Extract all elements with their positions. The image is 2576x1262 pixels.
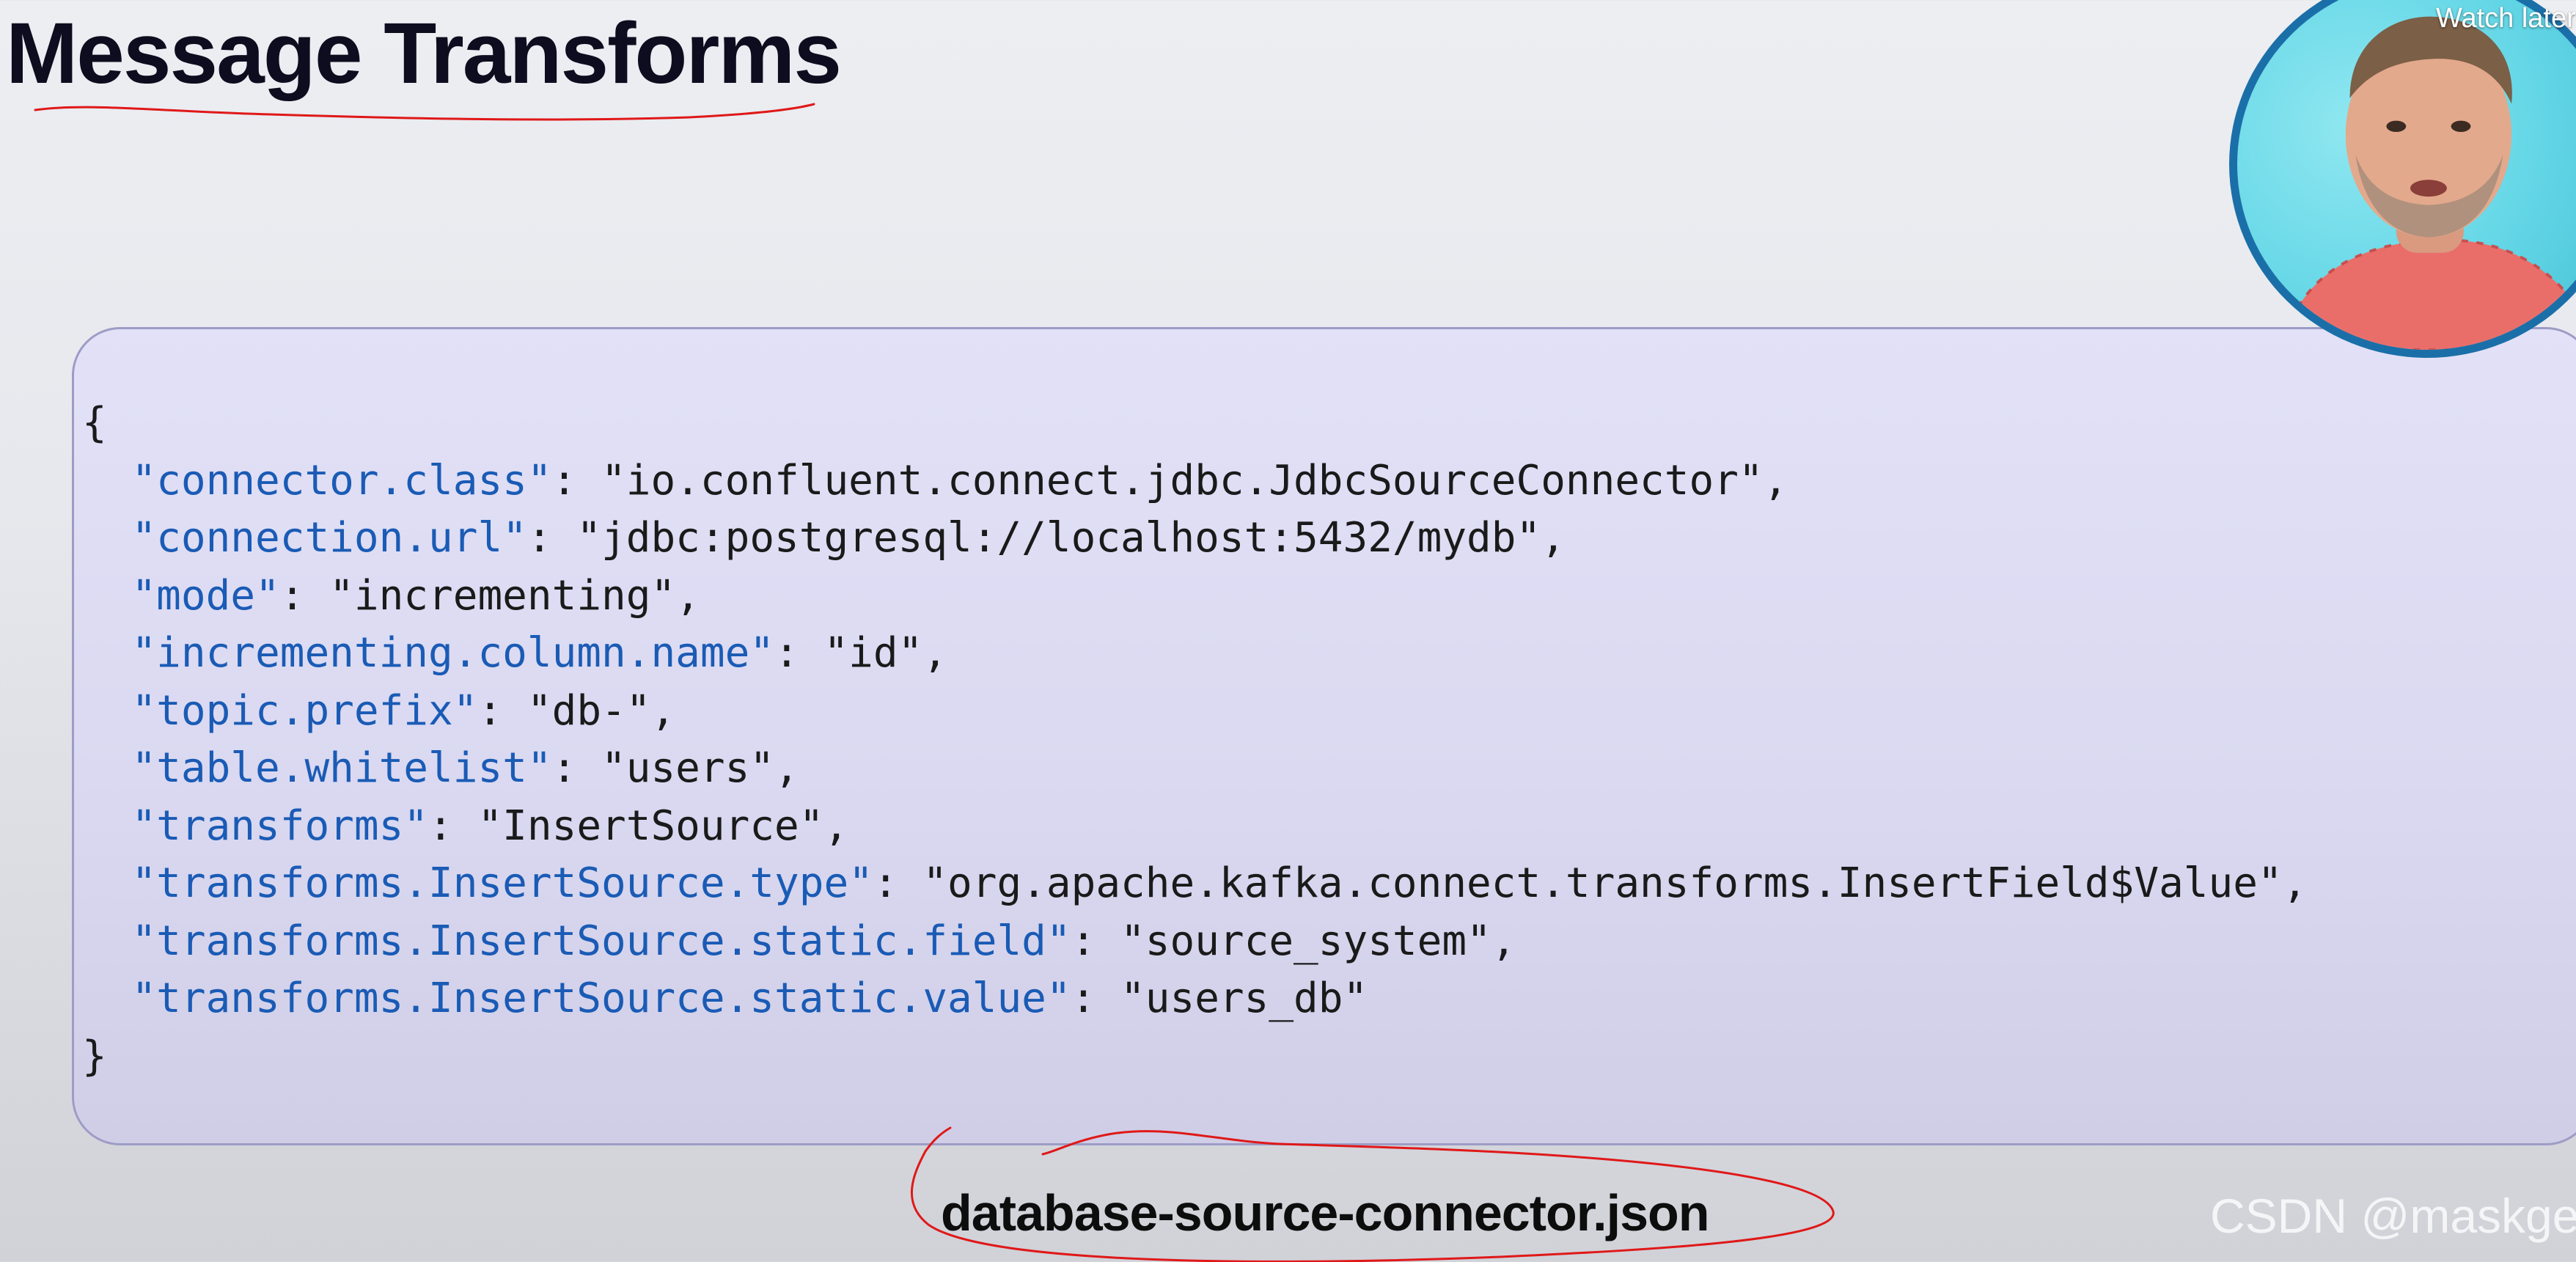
watch-later-button[interactable]: Watch later [2436,3,2576,34]
code-line-end: , [2282,859,2308,907]
code-line: "topic.prefix": "db-", [82,683,2307,741]
code-line: "mode": "incrementing", [82,568,2307,626]
code-separator: : [526,514,577,562]
code-line: "transforms.InsertSource.static.value": … [82,970,2307,1028]
code-separator: : [873,859,923,907]
code-line: "transforms": "InsertSource", [82,798,2307,856]
code-value: "io.confluent.connect.jdbc.JdbcSourceCon… [601,456,1764,505]
code-separator: : [279,571,330,620]
code-line-end: , [823,801,849,850]
code-value: "users" [601,744,775,792]
presenter-avatar-icon [2278,16,2576,350]
slide-title: Message Transforms [6,5,842,102]
code-key: "transforms" [131,801,429,850]
code-value: "source_system" [1120,917,1491,965]
code-value: "jdbc:postgresql://localhost:5432/mydb" [576,514,1541,562]
code-separator: : [551,744,602,792]
watermark-text: CSDN @maskge [2210,1189,2576,1243]
code-separator: : [1071,917,1121,965]
code-line-end: , [774,744,799,792]
code-line: "connection.url": "jdbc:postgresql://loc… [82,510,2307,568]
code-separator: : [551,456,602,505]
code-line-end: , [922,629,948,677]
code-separator: : [428,801,478,850]
code-line-end: , [675,571,700,620]
code-key: "transforms.InsertSource.static.field" [131,917,1071,965]
code-key: "table.whitelist" [131,744,552,792]
json-code-block: { "connector.class": "io.confluent.conne… [82,395,2307,1085]
code-line: "transforms.InsertSource.static.field": … [82,913,2307,971]
presenter-video-thumbnail[interactable] [2229,0,2576,358]
code-value: "db-" [526,686,651,735]
code-value: "users_db" [1120,975,1368,1022]
code-line-end: , [650,686,676,735]
code-key: "transforms.InsertSource.type" [131,859,873,907]
code-separator: : [1071,975,1121,1022]
code-key: "transforms.InsertSource.static.value" [131,975,1071,1022]
code-line-end: , [1541,514,1566,562]
code-line-end: , [1491,917,1516,965]
code-line-end: , [1763,456,1788,505]
code-line: "connector.class": "io.confluent.connect… [82,452,2307,510]
code-key: "incrementing.column.name" [131,629,775,677]
code-value: "org.apache.kafka.connect.transforms.Ins… [922,859,2283,907]
code-value: "id" [823,629,923,677]
title-underline-annotation [34,103,815,121]
code-value: "incrementing" [329,571,676,620]
code-line: "incrementing.column.name": "id", [82,625,2307,683]
code-panel [72,327,2576,1145]
code-open-brace: { [82,399,107,447]
code-key: "connection.url" [131,514,527,562]
code-key: "mode" [131,571,280,620]
code-line: "transforms.InsertSource.type": "org.apa… [82,855,2307,913]
slide-caption-filename: database-source-connector.json [941,1184,1710,1241]
caption-circle-annotation [910,1126,1835,1262]
code-value: "InsertSource" [477,801,824,850]
code-key: "topic.prefix" [131,686,478,735]
code-separator: : [774,629,824,677]
code-separator: : [477,686,527,735]
code-key: "connector.class" [131,456,552,505]
code-line: "table.whitelist": "users", [82,740,2307,798]
code-close-brace: } [82,1032,107,1080]
